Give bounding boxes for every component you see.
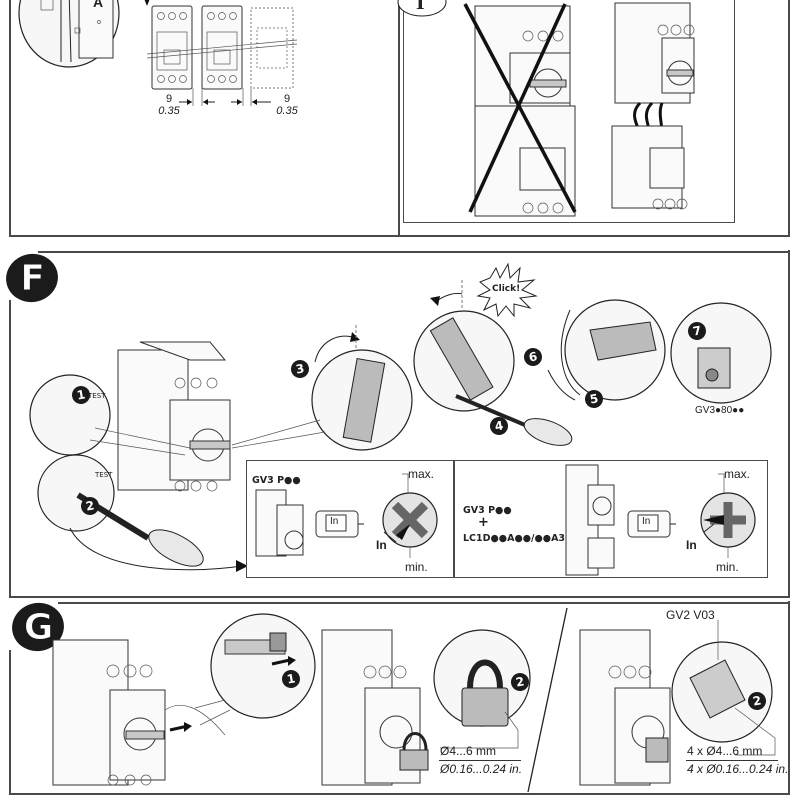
section-g-illustration: [52, 607, 776, 793]
multi-padlock-size-rule: [686, 760, 778, 761]
dimension-left-in: 0.35: [158, 105, 180, 117]
dial-right-max: max.: [724, 467, 751, 481]
multi-padlock-size-mm: 4 x Ø4...6 mm: [687, 744, 763, 758]
settings-right-title-1: GV3 P●●: [463, 505, 512, 516]
assembly-illustration: [397, 0, 695, 217]
test-label-2: TEST: [95, 471, 113, 479]
zoom-circle-test: [29, 374, 111, 456]
click-burst-icon: [476, 262, 538, 318]
settings-right-title-2: LC1D●●A●●/●●A3●●: [463, 533, 582, 544]
padlock-size-rule: [439, 760, 521, 761]
panel-assembly-comparison: I: [397, 0, 790, 237]
din-rail-detail: [40, 0, 114, 63]
settings-illustration: [255, 464, 756, 576]
dimension-left-mm: 9: [165, 93, 173, 105]
multi-padlock-size-in: 4 x Ø0.16...0.24 in.: [687, 762, 789, 776]
section-f-top-border: [38, 251, 790, 253]
dial-right-min: min.: [716, 560, 739, 574]
section-f-illustration: [29, 262, 772, 572]
breaker-padlock-multi: [579, 629, 671, 786]
dial-right: [700, 473, 756, 558]
padlock-size-in: Ø0.16...0.24 in.: [440, 762, 523, 776]
zoom-circle-pull: [210, 613, 316, 719]
main-breaker: [117, 341, 231, 492]
dimension-right: 9 0.35: [272, 93, 302, 117]
badge-letter-i: I: [416, 0, 425, 14]
separate-starter-correct: [611, 2, 695, 210]
dial-left-min: min.: [405, 560, 428, 574]
settings-left-title: GV3 P●●: [252, 475, 301, 486]
cross-out-mark: [463, 3, 577, 213]
breaker-handle-pull: [52, 639, 226, 786]
section-g-divider: [527, 607, 568, 793]
accessory-ref-gv3-80: GV3●80●●: [695, 405, 745, 416]
breaker-2: [201, 5, 243, 90]
motor-in-label-left: In: [330, 516, 339, 527]
section-g-top-border: [58, 602, 790, 604]
accessory-ref-gv2-v03: GV2 V03: [666, 608, 715, 622]
padlock-size-mm: Ø4...6 mm: [440, 744, 497, 758]
breaker-1: [151, 5, 193, 90]
section-f-left-border: [9, 300, 11, 598]
spacing-illustration: [18, 0, 298, 106]
dimension-right-mm: 9: [283, 93, 291, 105]
test-label-1: TEST: [88, 392, 106, 400]
motor-icon-right: [627, 510, 676, 538]
dimension-left: 9 0.35: [154, 93, 184, 117]
dial-left-max: max.: [408, 467, 435, 481]
arrow-down-icon: [144, 0, 150, 6]
settings-box-divider: [453, 461, 455, 577]
detail-label-a: A: [93, 0, 104, 10]
motor-in-label-right: In: [642, 516, 651, 527]
dimension-right-in: 0.35: [276, 105, 298, 117]
dial-left-pointer: In: [376, 538, 387, 552]
motor-icon-left: [315, 510, 364, 538]
section-g-left-border: [9, 650, 11, 793]
breaker-padlock-single: [321, 629, 429, 786]
dial-left: [382, 473, 438, 558]
settings-right-plus: +: [478, 515, 489, 530]
panel-spacing-diagram: A 9 0.35 9 0.35: [9, 0, 400, 237]
dial-right-pointer: In: [686, 538, 697, 552]
click-label: Click!: [492, 284, 521, 294]
